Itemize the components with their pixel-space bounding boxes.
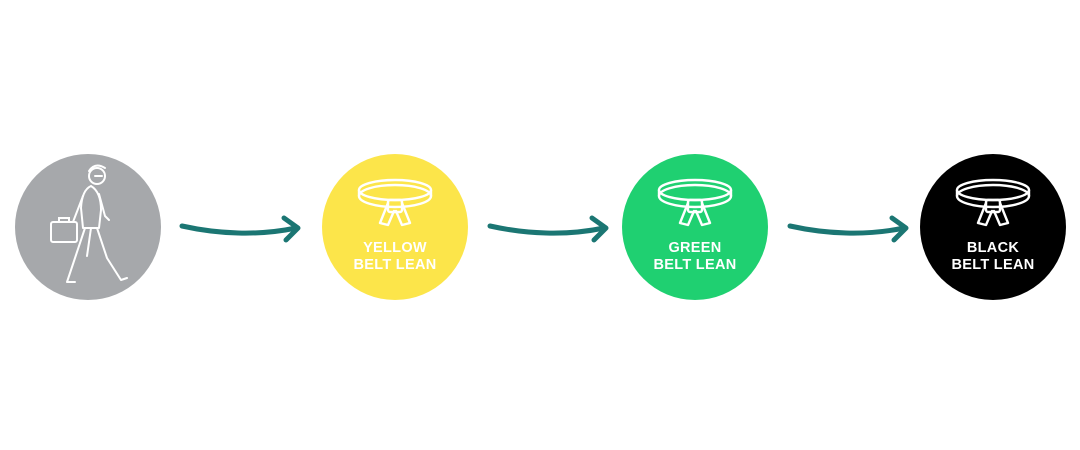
walking-businessman-icon xyxy=(50,164,128,283)
arrow-1 xyxy=(179,215,301,243)
black-belt-node: BLACK BELT LEAN xyxy=(920,154,1066,300)
belt-label-line1: GREEN xyxy=(668,240,722,256)
arrow-2 xyxy=(487,215,609,243)
start-node xyxy=(15,154,161,300)
belt-label: YELLOW BELT LEAN xyxy=(322,240,468,274)
belt-label-line2: BELT LEAN xyxy=(951,257,1035,273)
belt-label-line2: BELT LEAN xyxy=(653,257,737,273)
arrow-3 xyxy=(787,215,909,243)
belt-label-line2: BELT LEAN xyxy=(353,257,437,273)
green-belt-node: GREEN BELT LEAN xyxy=(622,154,768,300)
belt-icon xyxy=(357,178,433,227)
yellow-belt-node: YELLOW BELT LEAN xyxy=(322,154,468,300)
belt-label: GREEN BELT LEAN xyxy=(622,240,768,274)
belt-label-line1: BLACK xyxy=(966,240,1020,256)
belt-icon xyxy=(657,178,733,227)
belt-icon xyxy=(955,178,1031,227)
belt-label: BLACK BELT LEAN xyxy=(920,240,1066,274)
belt-label-line1: YELLOW xyxy=(363,240,427,256)
